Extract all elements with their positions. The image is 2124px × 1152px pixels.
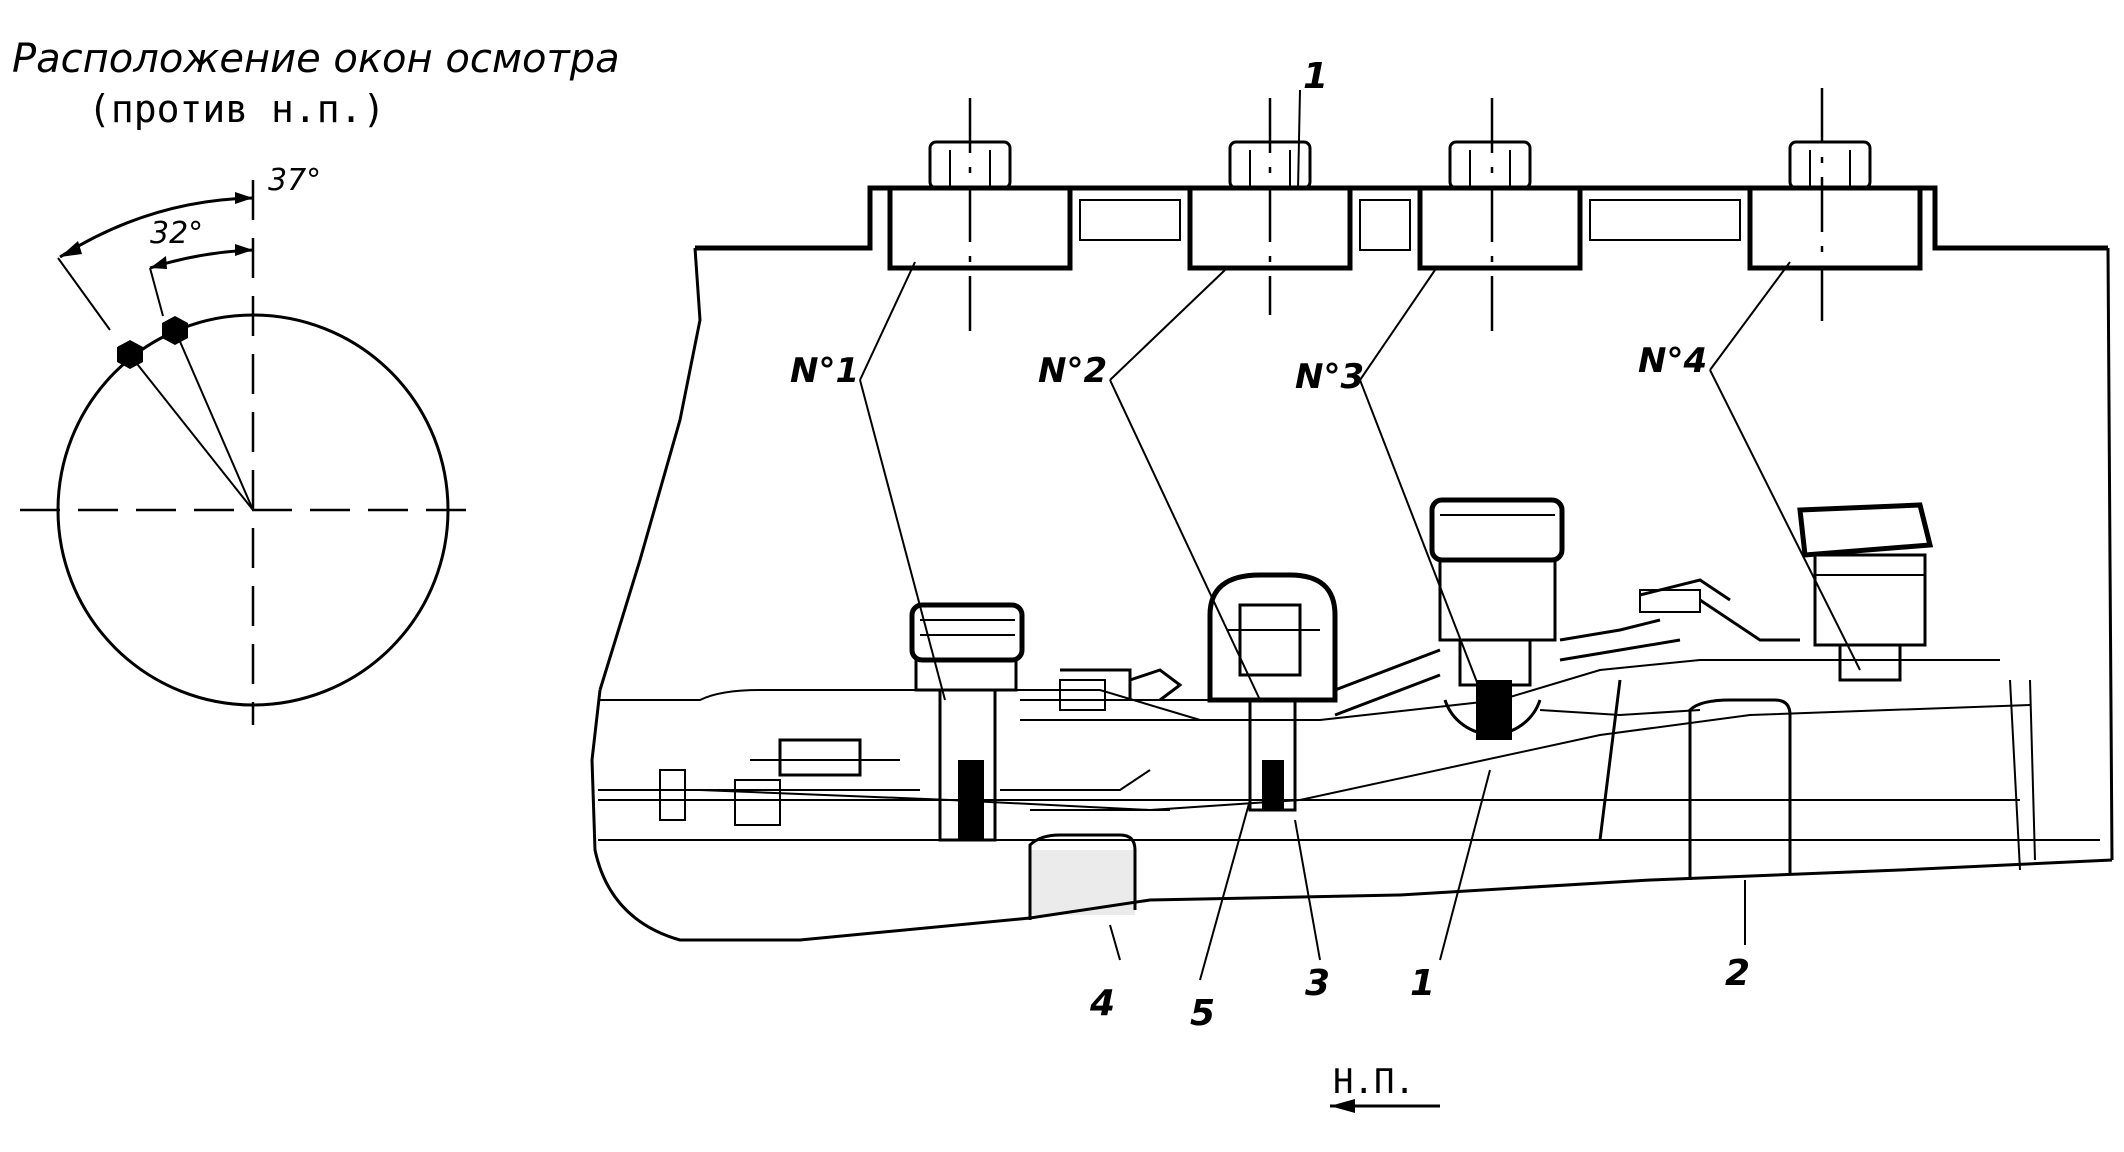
angle-label-37: 37° [268, 163, 321, 198]
leader-lines [859, 89, 1861, 981]
port-label-2: N°2 [1038, 351, 1107, 391]
internal-details [659, 578, 1800, 826]
engine-casing [590, 185, 2114, 942]
title-line1: Расположение окон осмотра [12, 36, 620, 82]
arrowhead-37 [60, 241, 82, 257]
callout-1: 1 [1410, 963, 1435, 1004]
angle-label-32: 32° [150, 216, 203, 251]
dimension-arc-37 [59, 196, 254, 259]
direction-label: Н.П. [1333, 1062, 1415, 1102]
callout-5: 5 [1190, 993, 1215, 1034]
port-label-4: N°4 [1638, 341, 1707, 381]
direction-marker: Н.П. [1330, 1062, 1440, 1113]
callout-4: 4 [1089, 983, 1115, 1024]
callout-top-1: 1 [1303, 56, 1328, 97]
arrowhead-32 [150, 256, 167, 269]
disk-profiles [1028, 698, 1792, 920]
top-flange [887, 140, 1923, 271]
title-line2: (против н.п.) [88, 87, 385, 131]
port-label-3: N°3 [1295, 357, 1364, 397]
radial-line-37 [129, 354, 254, 511]
port-label-1: N°1 [790, 351, 859, 391]
inspection-port-2 [1207, 572, 1338, 812]
port-marker-32 [162, 316, 188, 345]
callout-3: 3 [1305, 963, 1330, 1004]
inspection-port-3 [1429, 497, 1565, 740]
inspection-port-1 [909, 602, 1025, 842]
extension-line-32 [149, 267, 164, 317]
port-centerlines [968, 88, 1824, 340]
direction-arrowhead [1330, 1099, 1355, 1113]
radial-line-32 [174, 329, 254, 511]
port-marker-37 [117, 340, 143, 369]
inspection-port-4 [1797, 502, 1934, 682]
callout-2: 2 [1725, 953, 1750, 994]
extension-line-37 [57, 257, 111, 331]
angle-diagram: 37° 32° [20, 163, 470, 725]
